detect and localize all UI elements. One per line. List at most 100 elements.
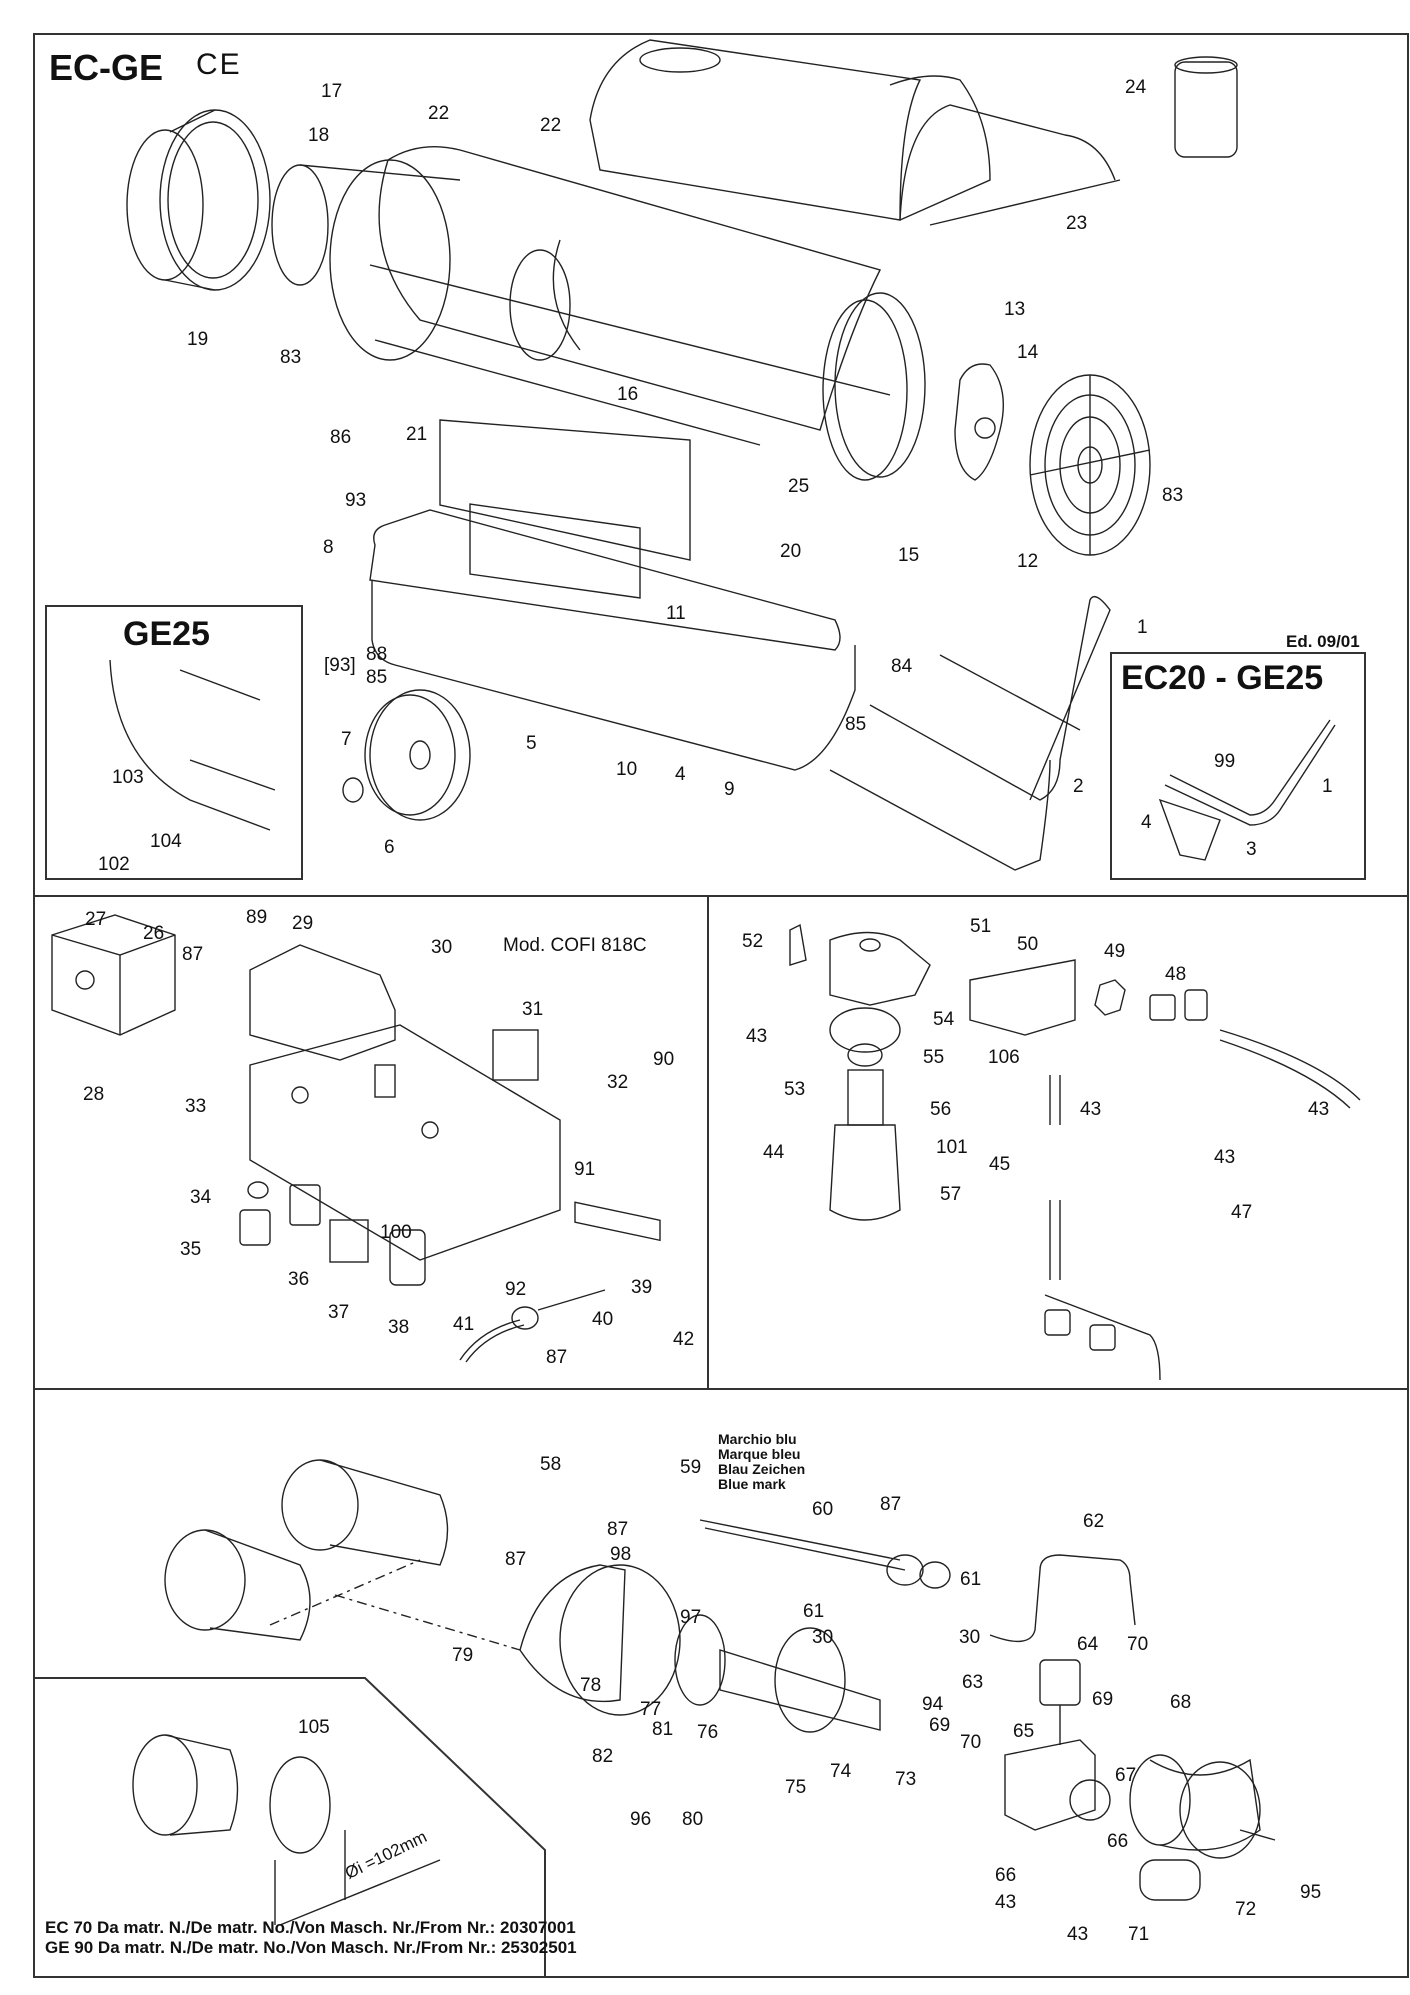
part-label-60: 60: [812, 1499, 834, 1520]
part-label-10: 10: [616, 759, 638, 780]
part-label-102: 102: [98, 854, 130, 875]
part-label-100: 100: [380, 1222, 412, 1243]
model-note: Mod. COFI 818C: [503, 935, 647, 956]
part-label-1: 1: [1137, 617, 1148, 638]
part-label-56: 56: [930, 1099, 952, 1120]
part-label-43c: 43: [1214, 1147, 1236, 1168]
fuel-hose-43-drawing: [1049, 1029, 1361, 1280]
part-label-106: 106: [988, 1047, 1020, 1068]
part-label-58: 58: [540, 1454, 562, 1475]
part-label-20: 20: [780, 541, 802, 562]
part-label-27: 27: [85, 909, 107, 930]
part-label-33: 33: [185, 1096, 207, 1117]
part-label-17: 17: [321, 81, 343, 102]
part-label-104: 104: [150, 831, 182, 852]
ge25-shell-detail-drawing: [109, 659, 276, 831]
part-label-18: 18: [308, 125, 330, 146]
fan-13-drawing: [954, 363, 1005, 481]
part-label-50: 50: [1017, 934, 1039, 955]
serial-note-ge90: GE 90 Da matr. N./De matr. No./Von Masch…: [45, 1938, 577, 1957]
part-label-53: 53: [784, 1079, 806, 1100]
part-label-85: 85: [366, 667, 388, 688]
part-label-52: 52: [742, 931, 764, 952]
part-label-3: 3: [1246, 839, 1257, 860]
part-label-86: 86: [330, 427, 352, 448]
part-label-45: 45: [989, 1154, 1011, 1175]
part-label-85b: 85: [845, 714, 867, 735]
part-label-6: 6: [384, 837, 395, 858]
oil-pump-63-drawing: [1004, 1659, 1111, 1831]
part-label-19: 19: [187, 329, 209, 350]
part-label-55: 55: [923, 1047, 945, 1068]
part-label-24: 24: [1125, 77, 1147, 98]
part-label-51: 51: [970, 916, 992, 937]
part-label-81: 81: [652, 1719, 674, 1740]
front-ring-19-drawing: [126, 109, 271, 291]
tank-outlet-drawing: [1044, 1294, 1161, 1381]
part-label-43f: 43: [1067, 1924, 1089, 1945]
part-label-66b: 66: [995, 1865, 1017, 1886]
part-label-69: 69: [1092, 1689, 1114, 1710]
part-label-25: 25: [788, 476, 810, 497]
part-label-15: 15: [898, 545, 920, 566]
part-label-82: 82: [592, 1746, 614, 1767]
burner-head-79-drawing: [519, 1564, 681, 1716]
burner-tube-drawing: [164, 1459, 449, 1641]
part-label-43b: 43: [1080, 1099, 1102, 1120]
part-label-43: 43: [746, 1026, 768, 1047]
part-label-98: 98: [610, 1544, 632, 1565]
flange-75-drawing: [774, 1627, 846, 1733]
combustion-chamber-17-drawing: [271, 159, 461, 361]
part-label-99: 99: [1214, 751, 1236, 772]
part-label-8: 8: [323, 537, 334, 558]
part-label-2: 2: [1073, 776, 1084, 797]
part-label-92: 92: [505, 1279, 527, 1300]
blue-mark-note-fr: Marque bleu: [718, 1446, 801, 1462]
part-label-64: 64: [1077, 1634, 1099, 1655]
burner-inset-drawing: [132, 1734, 441, 1926]
part-label-75: 75: [785, 1777, 807, 1798]
fan-support-15-drawing: [822, 292, 926, 481]
electrodes-60-drawing: [699, 1519, 951, 1589]
inset-ec20-ge25-panel: [1110, 652, 1366, 880]
part-label-1b: 1: [1322, 776, 1333, 797]
part-label-30: 30: [431, 937, 453, 958]
part-label-76: 76: [697, 1722, 719, 1743]
part-label-13: 13: [1004, 299, 1026, 320]
part-label-74: 74: [830, 1761, 852, 1782]
part-label-93: 93: [345, 490, 367, 511]
part-label-49: 49: [1104, 941, 1126, 962]
part-label-42: 42: [673, 1329, 695, 1350]
part-label-61: 61: [960, 1569, 982, 1590]
part-label-62: 62: [1083, 1511, 1105, 1532]
part-label-22b: 22: [540, 115, 562, 136]
part-label-91: 91: [574, 1159, 596, 1180]
part-label-87c: 87: [880, 1494, 902, 1515]
part-label-72: 72: [1235, 1899, 1257, 1920]
part-label-40: 40: [592, 1309, 614, 1330]
part-label-101: 101: [936, 1137, 968, 1158]
fittings-48-49-drawing: [1094, 979, 1208, 1021]
part-label-28: 28: [83, 1084, 105, 1105]
part-label-65: 65: [1013, 1721, 1035, 1742]
panel-33-drawing: [249, 1024, 561, 1261]
handle-1-2-drawing: [829, 596, 1111, 871]
part-label-71: 71: [1128, 1924, 1150, 1945]
part-label-48: 48: [1165, 964, 1187, 985]
inset-ge25-title: GE25: [123, 615, 210, 653]
part-label-61b: 61: [803, 1601, 825, 1622]
cable-41-drawing: [459, 1289, 606, 1363]
inset-ge25-panel: [45, 605, 303, 880]
fan-guard-12-drawing: [1029, 374, 1151, 556]
part-label-87d: 87: [607, 1519, 629, 1540]
switch-components-drawing: [239, 1181, 426, 1286]
part-label-105: 105: [298, 1717, 330, 1738]
part-label-7: 7: [341, 729, 352, 750]
part-label-44: 44: [763, 1142, 785, 1163]
ce-mark: CE: [196, 48, 242, 81]
part-label-84: 84: [891, 656, 913, 677]
section-burner-panel: [33, 1388, 1409, 1978]
frame-8-20-drawing: [369, 419, 856, 771]
part-label-16: 16: [617, 384, 639, 405]
